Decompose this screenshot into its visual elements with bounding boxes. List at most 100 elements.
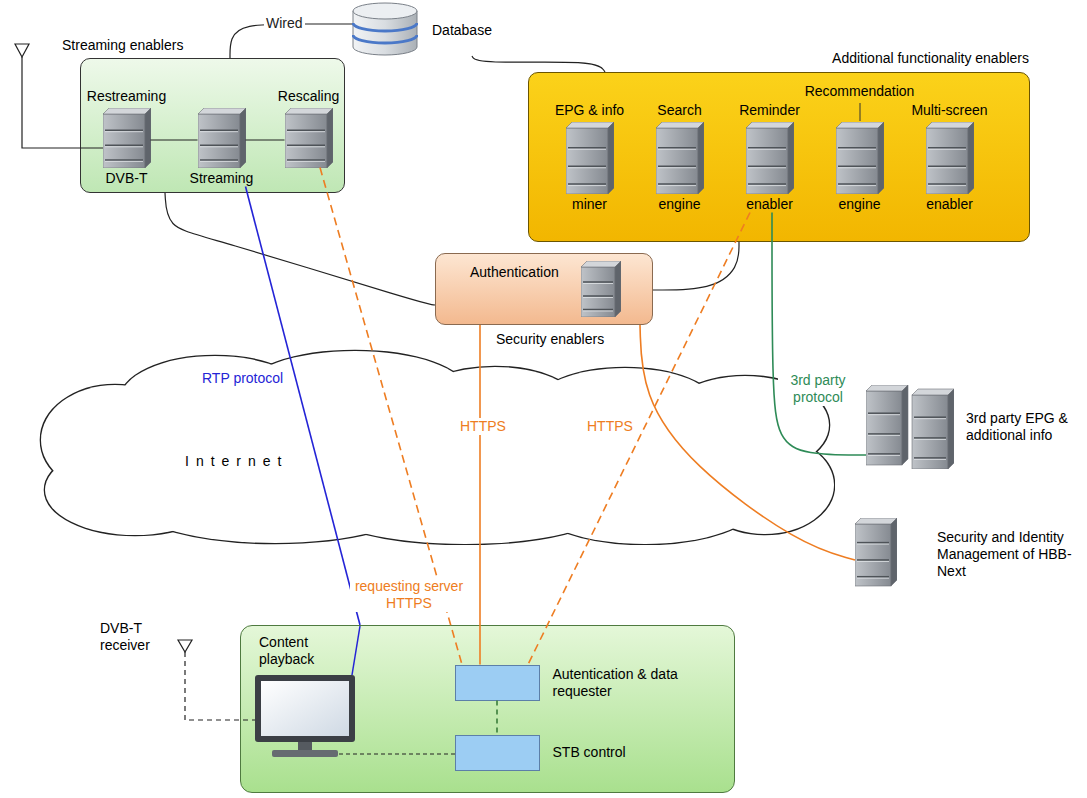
text-holder: STB control bbox=[553, 744, 683, 761]
server-name: Search bbox=[657, 102, 701, 119]
group-title: Additional functionality enablers bbox=[832, 50, 1029, 67]
connector-label: HTTPS bbox=[585, 418, 635, 435]
server-name: EPG & info bbox=[555, 102, 624, 119]
tv-monitor bbox=[255, 675, 355, 757]
server-node: Recommendationengine bbox=[836, 83, 884, 213]
connector bbox=[230, 24, 352, 58]
external-server: Security and Identity Management of HBB-… bbox=[855, 518, 1077, 590]
security-group: AuthenticationSecurity enablers bbox=[435, 253, 653, 325]
cloud-outline bbox=[25, 345, 835, 545]
text-holder: Content playback bbox=[259, 634, 331, 668]
external-server: 3rd party EPG & additional info bbox=[866, 385, 1078, 469]
leader-line bbox=[860, 103, 861, 121]
text-holder: Authentication bbox=[470, 264, 559, 281]
server-node: Search engine bbox=[656, 102, 704, 213]
connector bbox=[320, 168, 462, 665]
text-holder: HTTPS bbox=[458, 418, 508, 435]
connector bbox=[772, 213, 866, 456]
antenna-symbol bbox=[15, 44, 103, 148]
connector bbox=[528, 213, 750, 665]
enabler-group: RestreamingDVB-TStreamingRescalingStream… bbox=[80, 58, 345, 193]
control-wire bbox=[338, 753, 455, 754]
connector-label: Wired bbox=[264, 15, 305, 32]
server-icon bbox=[926, 122, 974, 194]
server-name: engine bbox=[838, 196, 880, 213]
server-name: Restreaming bbox=[87, 88, 166, 105]
group-title: Content playback bbox=[259, 634, 331, 668]
server-icon bbox=[581, 261, 621, 317]
server-icon bbox=[566, 122, 614, 194]
server-name: Reminder bbox=[739, 102, 800, 119]
connector bbox=[640, 325, 855, 560]
server-icon bbox=[746, 122, 794, 194]
server-icon bbox=[656, 122, 704, 194]
cloud-title: Internet bbox=[185, 453, 288, 470]
connector bbox=[246, 187, 361, 626]
internet-cloud: Internet bbox=[25, 345, 835, 545]
server-icon bbox=[866, 385, 954, 469]
server-name: engine bbox=[658, 196, 700, 213]
server-icon bbox=[103, 108, 151, 168]
client-module: STB control bbox=[455, 735, 540, 771]
text-holder: Security enablers bbox=[496, 331, 604, 348]
connector bbox=[472, 56, 605, 72]
database-node: Database bbox=[352, 2, 492, 56]
server-icon bbox=[285, 108, 333, 168]
server-icon bbox=[198, 108, 246, 168]
connector-label: RTP protocol bbox=[200, 370, 285, 387]
connector bbox=[246, 139, 285, 140]
database-icon bbox=[352, 2, 418, 56]
server-icon bbox=[836, 122, 884, 194]
connector bbox=[653, 242, 739, 290]
database-name: Database bbox=[432, 2, 492, 39]
client-module: Autentication & data requester bbox=[455, 665, 540, 701]
text-holder: 3rd party protocol bbox=[778, 372, 858, 406]
enabler-group: EPG & infominerSearchengineReminderenabl… bbox=[528, 72, 1030, 242]
group-title: Security enablers bbox=[496, 331, 604, 348]
server-name: Rescaling bbox=[278, 88, 339, 105]
module-label: Autentication & data requester bbox=[553, 666, 683, 700]
server-name: enabler bbox=[746, 196, 793, 213]
server-name: Recommendation bbox=[805, 83, 915, 100]
text-holder: Internet bbox=[185, 453, 288, 470]
device-label: DVB-T receiver bbox=[100, 620, 172, 654]
text-holder: Wired bbox=[264, 15, 305, 32]
gradient-defs bbox=[0, 0, 1, 1]
connector-label: requesting server HTTPS bbox=[350, 578, 468, 612]
text-holder: DVB-T receiver bbox=[100, 620, 172, 654]
text-holder: Autentication & data requester bbox=[553, 666, 683, 700]
connector bbox=[165, 193, 435, 305]
module-label: STB control bbox=[553, 744, 683, 761]
receiver-antenna bbox=[178, 640, 255, 720]
server-name: DVB-T bbox=[106, 170, 148, 187]
connector-label: HTTPS bbox=[458, 418, 508, 435]
server-label: Security and Identity Management of HBB-… bbox=[937, 529, 1077, 580]
connector bbox=[479, 325, 481, 665]
group-title: Authentication bbox=[470, 264, 559, 281]
server-name: enabler bbox=[926, 196, 973, 213]
connector bbox=[151, 139, 198, 140]
server-name: miner bbox=[572, 196, 607, 213]
server-name: Streaming bbox=[190, 170, 254, 187]
rtp-wire bbox=[352, 626, 360, 675]
text-holder: Additional functionality enablers bbox=[832, 50, 1029, 67]
server-node: EPG & infominer bbox=[566, 102, 614, 213]
text-holder: Streaming enablers bbox=[62, 37, 183, 54]
server-node: RestreamingDVB-T bbox=[103, 88, 151, 187]
server-node: Rescaling bbox=[285, 88, 333, 168]
server-node: Reminderenabler bbox=[746, 102, 794, 213]
text-holder: requesting server HTTPS bbox=[350, 578, 468, 612]
server-node: Multi-screenenabler bbox=[926, 102, 974, 213]
server-name: Multi-screen bbox=[911, 102, 987, 119]
connector bbox=[496, 701, 498, 735]
group-title: Streaming enablers bbox=[62, 37, 183, 54]
connector-label: 3rd party protocol bbox=[778, 372, 858, 406]
server-label: 3rd party EPG & additional info bbox=[966, 410, 1078, 444]
server-icon bbox=[855, 518, 897, 590]
text-holder: HTTPS bbox=[585, 418, 635, 435]
server-node: Streaming bbox=[198, 108, 246, 187]
text-holder: RTP protocol bbox=[200, 370, 285, 387]
